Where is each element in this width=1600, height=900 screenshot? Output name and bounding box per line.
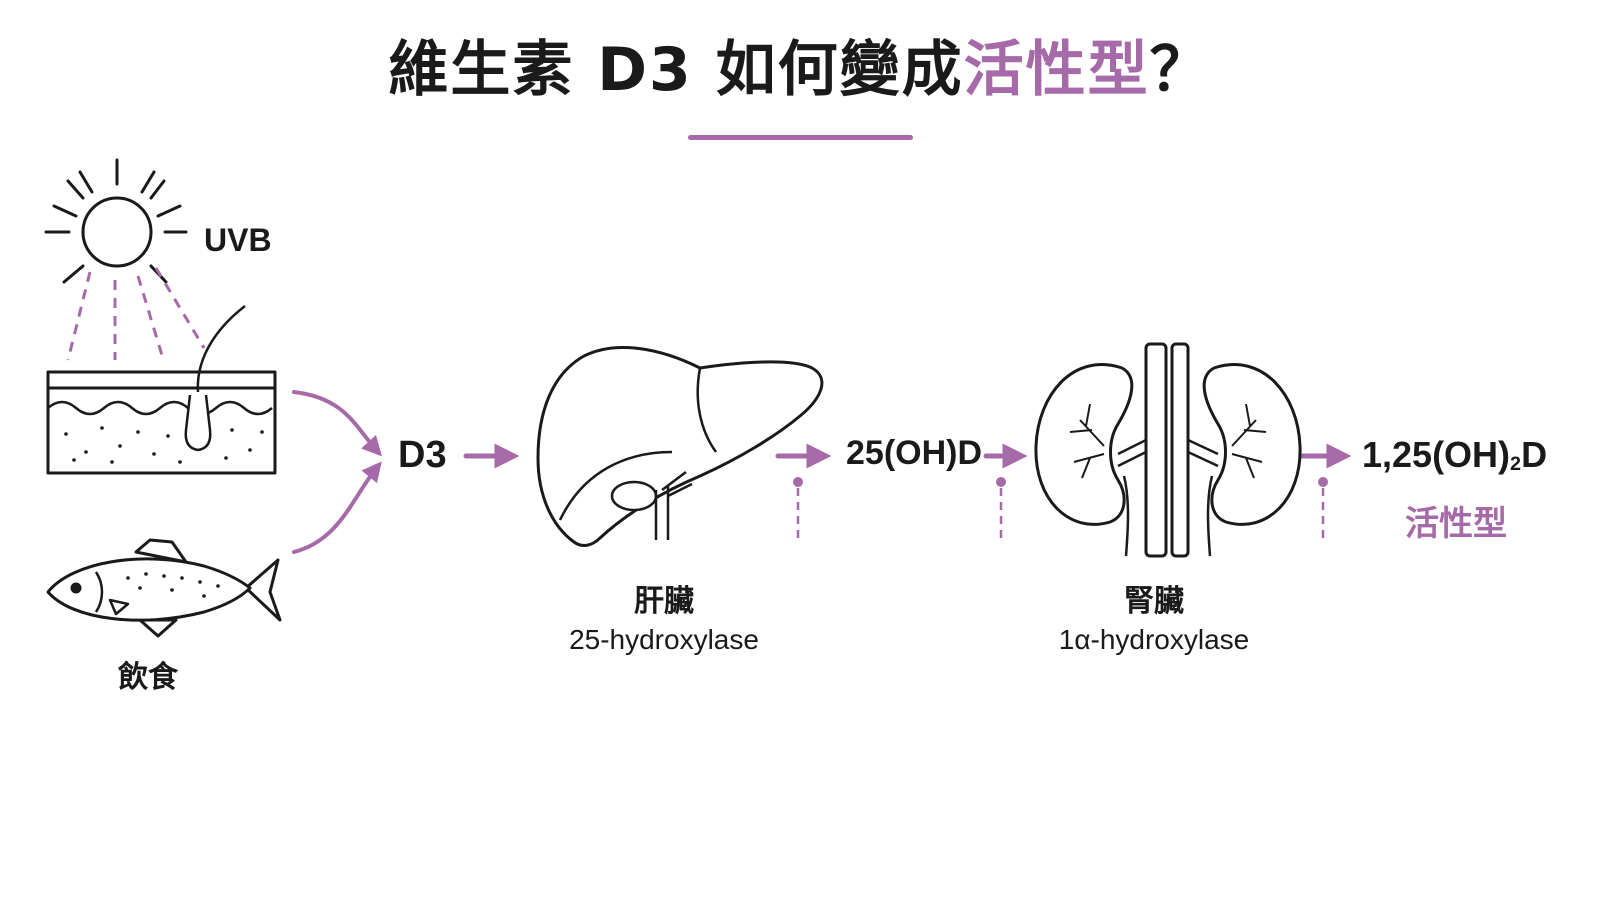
stage-25ohd: 25(OH)D <box>846 434 983 472</box>
liver-icon <box>536 346 824 547</box>
kidney-enzyme: 1α-hydroxylase <box>1058 624 1250 655</box>
uvb-rays <box>66 267 206 363</box>
diagram-title: 維生素 D3 如何變成活性型？ <box>0 30 1600 110</box>
kidney-icon <box>1034 342 1302 558</box>
stage-d3: D3 <box>398 434 447 476</box>
calcitriol-subscript: 2 <box>1510 452 1522 475</box>
liver-enzyme: 25-hydroxylase <box>569 624 759 655</box>
calcitriol-end: D <box>1521 434 1548 475</box>
active-form-label: 活性型 <box>1405 504 1507 544</box>
title-accent: 活性型 <box>963 35 1150 105</box>
kidney-label: 腎臟 <box>1124 584 1184 619</box>
fish-icon <box>46 538 282 638</box>
uvb-label: UVB <box>204 222 272 258</box>
stage-calcitriol: 1,25(OH)2D <box>1362 434 1547 476</box>
title-underline <box>688 135 913 140</box>
calcitriol-main: 1,25(OH) <box>1362 434 1511 475</box>
sun-icon <box>44 158 188 284</box>
diet-label: 飲食 <box>118 660 178 695</box>
title-end: ？ <box>1149 35 1212 105</box>
title-main: 維生素 D3 如何變成 <box>388 35 964 105</box>
source-arrows <box>292 390 383 554</box>
liver-label: 肝臟 <box>634 584 694 619</box>
dashed-markers <box>793 477 1328 540</box>
skin-icon <box>46 305 277 475</box>
